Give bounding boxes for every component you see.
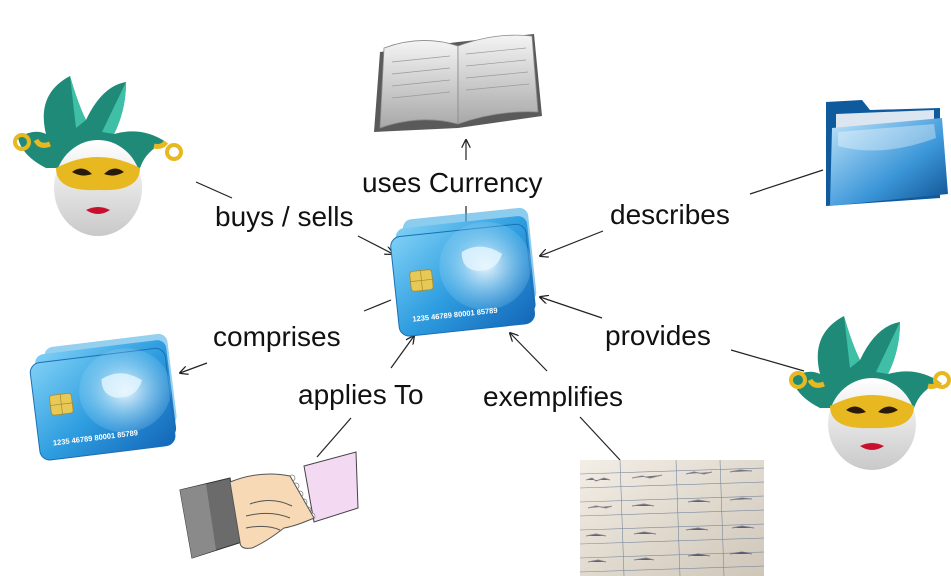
edges [180,140,824,461]
credit-card-icon: 1235 46789 80001 85789 [29,347,176,461]
book-icon [374,34,542,132]
edge-exemplifies-line-a [579,416,621,461]
edge-describes-line-a [749,169,824,195]
edge-applies-to-line-b [390,336,414,369]
label-provides: provides [605,320,711,351]
label-applies-to: applies To [298,379,424,410]
jester-mask-icon [13,76,183,236]
edge-provides-line-b [540,297,603,319]
edge-buys-sells-line-a [195,181,233,199]
edge-comprises-line-a [363,299,392,312]
edge-exemplifies-line-b [510,333,548,372]
label-describes: describes [610,199,730,230]
label-comprises: comprises [213,321,341,352]
credit-card-icon: 1235 46789 80001 85789 [390,221,536,337]
edge-describes-line-b [540,230,604,256]
label-uses-currency: uses Currency [362,167,543,198]
edge-buys-sells-line-b [357,235,393,254]
edge-provides-line-a [730,349,805,372]
member-card: 1235 46789 80001 85789 [29,333,177,461]
folder-icon [826,100,948,206]
jester-mask-icon [789,316,951,470]
label-exemplifies: exemplifies [483,381,623,412]
edge-labels: buys / sells uses Currency describes com… [213,167,730,412]
edge-applies-to-line-a [316,417,352,458]
edge-comprises-line-b [180,362,208,373]
center-card-stack: 1235 46789 80001 85789 [390,207,537,337]
handshake-icon [179,451,359,559]
ledger-icon [579,459,765,576]
label-buys-sells: buys / sells [215,201,354,232]
